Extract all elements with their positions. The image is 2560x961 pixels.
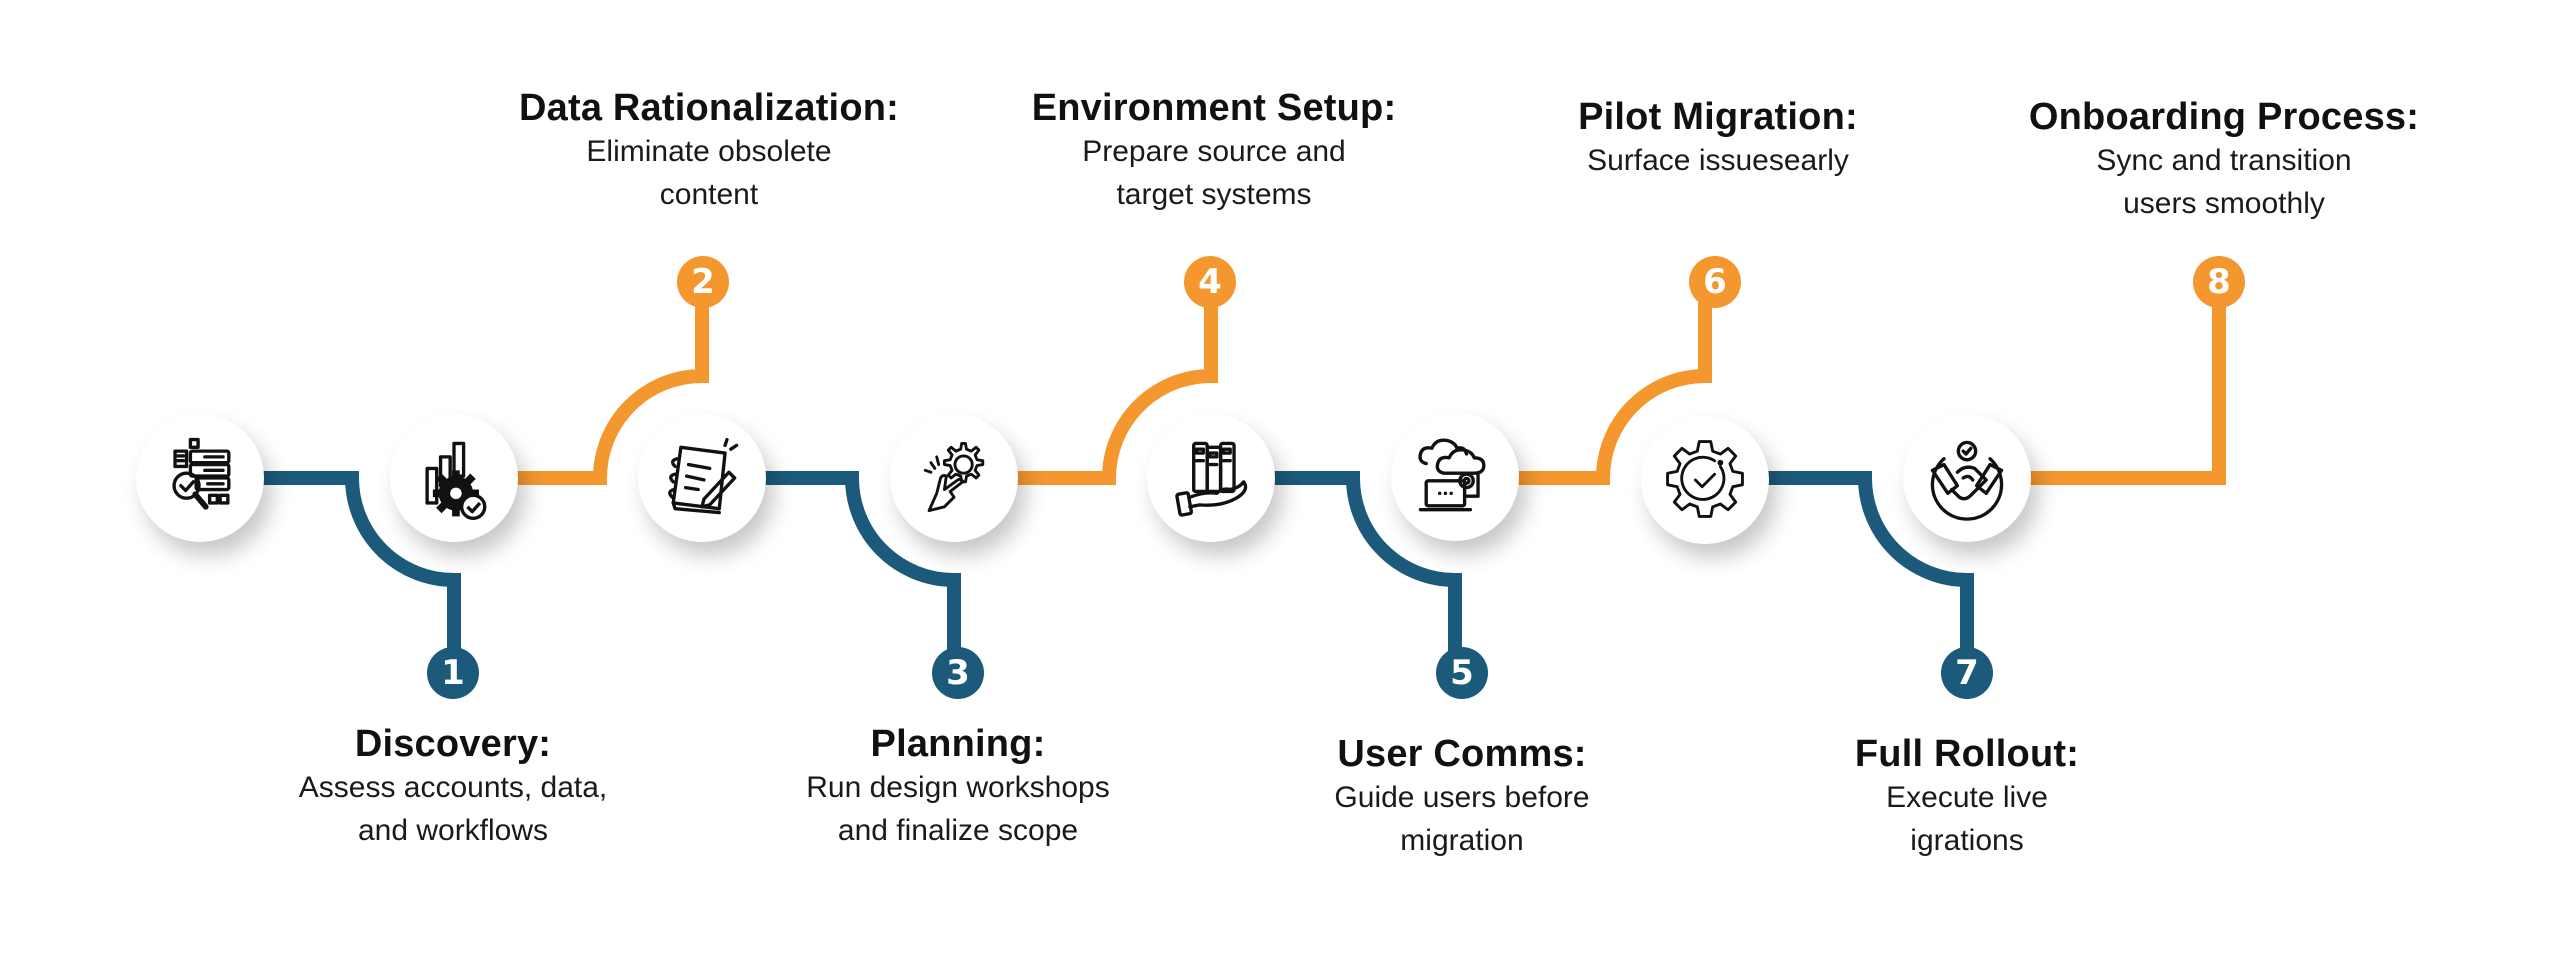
icon-circle-8 — [1903, 414, 2031, 542]
step-title: Full Rollout: — [1854, 733, 2080, 775]
connector-3 — [762, 471, 961, 673]
connector-8 — [2027, 282, 2226, 485]
chart-gear-icon — [425, 441, 487, 520]
step-title: Environment Setup: — [1031, 87, 1397, 129]
step-badge-5: 5 — [1436, 647, 1488, 699]
step-label-6: Pilot Migration: Surface issuesearly — [1488, 95, 1948, 182]
step-desc-line: igrations — [1910, 824, 2024, 857]
icon-circle-4 — [890, 414, 1018, 542]
step-desc-line: Run design workshops — [806, 771, 1110, 804]
connector-7 — [1765, 471, 1974, 673]
step-title: Onboarding Process: — [2028, 96, 2420, 138]
hand-gear-icon — [923, 442, 985, 513]
step-title: User Comms: — [1337, 733, 1587, 775]
step-title: Discovery: — [354, 723, 552, 765]
step-badge-6: 6 — [1689, 256, 1741, 308]
step-desc-line: Surface issuesearly — [1587, 144, 1849, 177]
icon-circle-3 — [638, 414, 766, 542]
connector-6 — [1515, 282, 1712, 485]
icon-circle-5 — [1147, 414, 1275, 542]
step-label-2: Data Rationalization: Eliminate obsolete… — [479, 86, 939, 216]
icon-circle-1 — [136, 414, 264, 542]
step-desc-line: Assess accounts, data, — [298, 771, 608, 804]
step-desc-line: and finalize scope — [837, 814, 1079, 847]
step-label-8: Onboarding Process: Sync and transition … — [1994, 95, 2454, 225]
hand-binders-icon — [1175, 441, 1248, 517]
connector-2 — [514, 282, 709, 485]
connector-1 — [260, 471, 461, 673]
gear-check-icon — [1666, 440, 1744, 518]
step-label-5: User Comms: Guide users before migration — [1232, 732, 1692, 862]
step-desc-line: users smoothly — [2123, 187, 2325, 220]
step-desc-line: Execute live — [1886, 781, 2048, 814]
icon-circle-7 — [1641, 416, 1769, 544]
connector-5 — [1271, 471, 1462, 673]
handshake-icon — [1930, 440, 2004, 521]
icon-circle-6 — [1391, 413, 1519, 541]
step-badge-8: 8 — [2193, 256, 2245, 308]
cloud-laptop-icon — [1418, 438, 1486, 512]
step-desc-line: and workflows — [357, 814, 549, 847]
step-badge-1: 1 — [427, 647, 479, 699]
notebook-pen-icon — [668, 437, 739, 515]
icon-circle-2 — [390, 414, 518, 542]
step-label-1: Discovery: Assess accounts, data, and wo… — [223, 722, 683, 852]
step-label-4: Environment Setup: Prepare source and ta… — [984, 86, 1444, 216]
step-title: Pilot Migration: — [1578, 96, 1858, 138]
step-badge-3: 3 — [932, 647, 984, 699]
step-label-7: Full Rollout: Execute live igrations — [1737, 732, 2197, 862]
step-badge-7: 7 — [1941, 647, 1993, 699]
step-title: Data Rationalization: — [518, 87, 899, 129]
connector-4 — [1014, 282, 1218, 485]
step-badge-4: 4 — [1184, 256, 1236, 308]
server-search-icon — [172, 437, 231, 510]
step-desc-line: Prepare source and — [1082, 135, 1346, 168]
step-desc-line: target systems — [1116, 178, 1312, 211]
step-badge-2: 2 — [677, 256, 729, 308]
step-title: Planning: — [870, 723, 1046, 765]
step-desc-line: content — [659, 178, 759, 211]
step-desc-line: Sync and transition — [2096, 144, 2352, 177]
step-desc-line: Guide users before — [1334, 781, 1590, 814]
step-desc-line: migration — [1400, 824, 1524, 857]
step-desc-line: Eliminate obsolete — [586, 135, 832, 168]
step-label-3: Planning: Run design workshops and final… — [728, 722, 1188, 852]
